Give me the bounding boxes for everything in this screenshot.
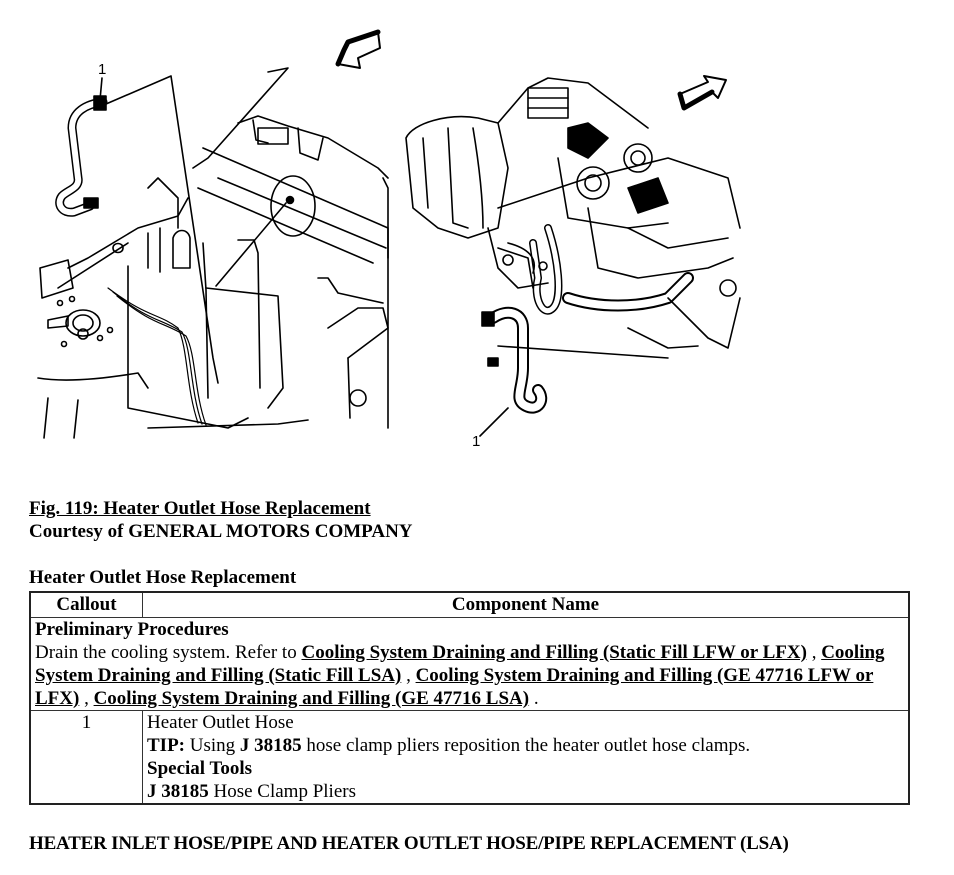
figure-caption: Fig. 119: Heater Outlet Hose Replacement… [29, 497, 413, 543]
separator: , [401, 665, 416, 686]
right-callout-label: 1 [472, 433, 480, 450]
figure-title: Fig. 119: Heater Outlet Hose Replacement [29, 498, 371, 519]
arrow-left-forward-icon [335, 29, 381, 69]
left-panel-drawing: 1 [37, 29, 389, 439]
tip-label: TIP: [147, 735, 185, 756]
preliminary-procedures-cell: Preliminary Procedures Drain the cooling… [29, 617, 910, 711]
link-ge47716-lfw-lfx[interactable]: Cooling System Draining and Filling (GE … [35, 665, 874, 709]
link-static-fill-lsa[interactable]: Cooling System Draining and Filling (Sta… [35, 642, 885, 686]
table-header-row: Callout Component Name [29, 591, 910, 618]
tool-number: J 38185 [147, 781, 209, 802]
component-table: Callout Component Name Preliminary Proce… [29, 591, 910, 805]
table-row: 1 Heater Outlet Hose TIP: Using J 38185 … [29, 710, 910, 805]
separator: , [79, 688, 94, 709]
figure-courtesy: Courtesy of GENERAL MOTORS COMPANY [29, 521, 413, 542]
arrow-right-forward-icon [677, 75, 727, 111]
header-callout: Callout [29, 591, 143, 618]
left-callout-label: 1 [98, 61, 106, 78]
tip-tool-number: J 38185 [239, 735, 302, 756]
special-tool-line: J 38185 Hose Clamp Pliers [147, 780, 904, 803]
component-cell: Heater Outlet Hose TIP: Using J 38185 ho… [142, 710, 910, 805]
end-punctuation: . [529, 688, 539, 709]
component-name: Heater Outlet Hose [147, 712, 294, 733]
preliminary-intro: Drain the cooling system. Refer to [35, 642, 302, 663]
preliminary-heading: Preliminary Procedures [35, 619, 229, 640]
tip-text-post: hose clamp pliers reposition the heater … [301, 735, 751, 756]
next-section-heading: HEATER INLET HOSE/PIPE AND HEATER OUTLET… [29, 833, 789, 854]
header-component-name: Component Name [142, 591, 910, 618]
right-panel-drawing: 1 [405, 75, 741, 450]
table-title: Heater Outlet Hose Replacement [29, 567, 297, 588]
special-tools-label: Special Tools [147, 758, 253, 779]
callout-number: 1 [29, 710, 143, 805]
tool-name: Hose Clamp Pliers [208, 781, 357, 802]
link-ge47716-lsa[interactable]: Cooling System Draining and Filling (GE … [93, 688, 530, 709]
separator: , [806, 642, 822, 663]
preliminary-procedures-row: Preliminary Procedures Drain the cooling… [29, 617, 910, 711]
figure-illustration: 1 [28, 28, 748, 468]
cap-detail [47, 295, 114, 348]
tip-text-pre: Using [185, 735, 240, 756]
link-static-fill-lfw-lfx[interactable]: Cooling System Draining and Filling (Sta… [301, 642, 807, 663]
tip-line: TIP: Using J 38185 hose clamp pliers rep… [147, 734, 904, 757]
